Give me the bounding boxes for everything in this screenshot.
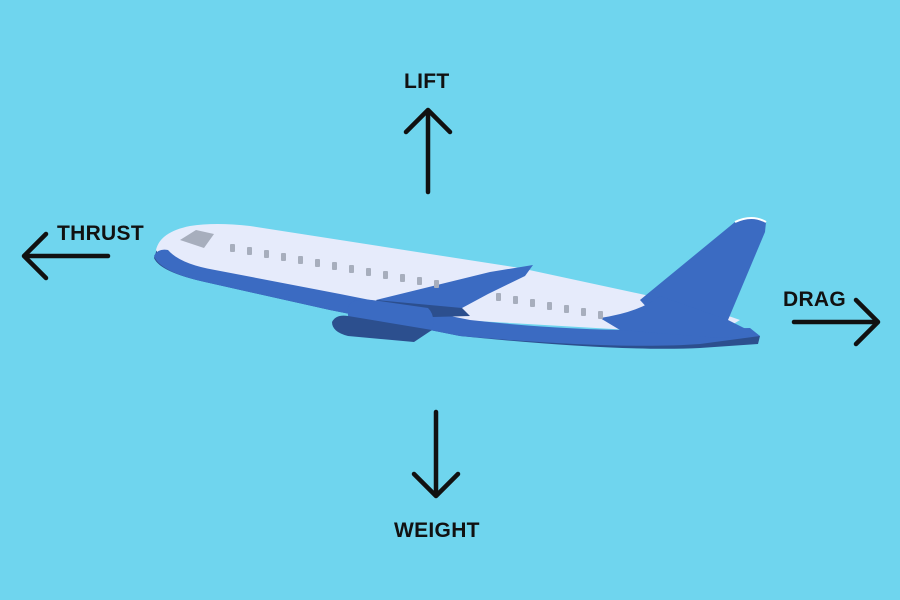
cockpit-window [180, 230, 214, 248]
lift-label: LIFT [404, 70, 450, 93]
engine-underside [332, 315, 432, 342]
arrow-up-icon [403, 107, 453, 195]
passenger-windows [230, 244, 603, 319]
tail-fin-edge [734, 217, 767, 223]
arrow-left-icon [21, 231, 111, 281]
arrow-right-icon [791, 297, 881, 347]
tail-fin [640, 218, 766, 322]
drag-label: DRAG [783, 288, 847, 311]
thrust-label: THRUST [57, 222, 144, 245]
wing [376, 265, 533, 314]
weight-label: WEIGHT [394, 519, 480, 542]
fuselage [156, 224, 740, 332]
arrow-down-icon [411, 409, 461, 499]
tail-cone [600, 296, 760, 338]
